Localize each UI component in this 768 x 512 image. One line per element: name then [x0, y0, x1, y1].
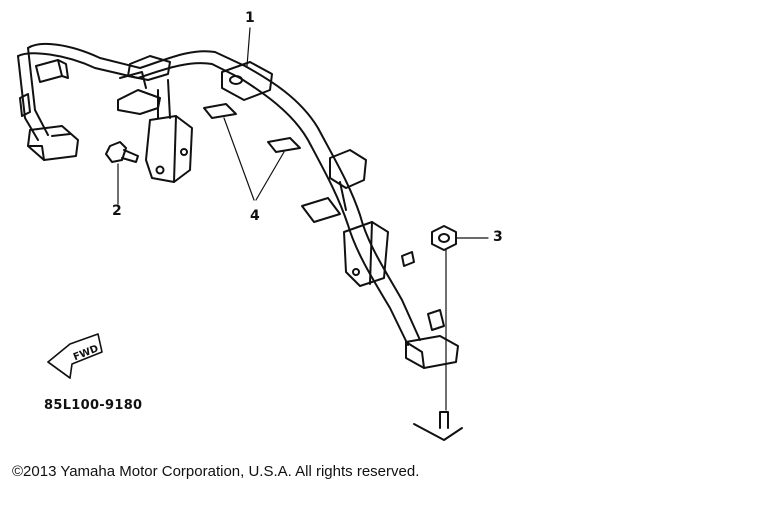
- center-mount-bracket: [117, 55, 193, 183]
- leader-lines: [117, 27, 489, 411]
- stud-bolt: [413, 411, 463, 441]
- left-mount-bracket: [19, 93, 79, 161]
- rubber-pads: [203, 103, 301, 153]
- callout-3: 3: [493, 229, 503, 245]
- callout-1: 1: [245, 10, 255, 26]
- callout-2: 2: [112, 203, 122, 219]
- fwd-arrow-icon: [47, 333, 103, 379]
- callout-4: 4: [250, 208, 260, 224]
- nut-part-3: [431, 225, 457, 251]
- bottom-right-mount: [405, 309, 459, 369]
- copyright-notice: ©2013 Yamaha Motor Corporation, U.S.A. A…: [12, 463, 420, 480]
- bolt-part-2: [105, 141, 139, 163]
- top-clamp: [221, 61, 273, 101]
- diagram-part-code: 85L100-9180: [44, 398, 143, 413]
- right-mid-clamp: [301, 149, 367, 223]
- fwd-label: FWD: [72, 343, 100, 363]
- frame-tube: [17, 42, 421, 346]
- right-lower-bracket: [343, 221, 415, 287]
- upper-left-clamp: [35, 59, 69, 83]
